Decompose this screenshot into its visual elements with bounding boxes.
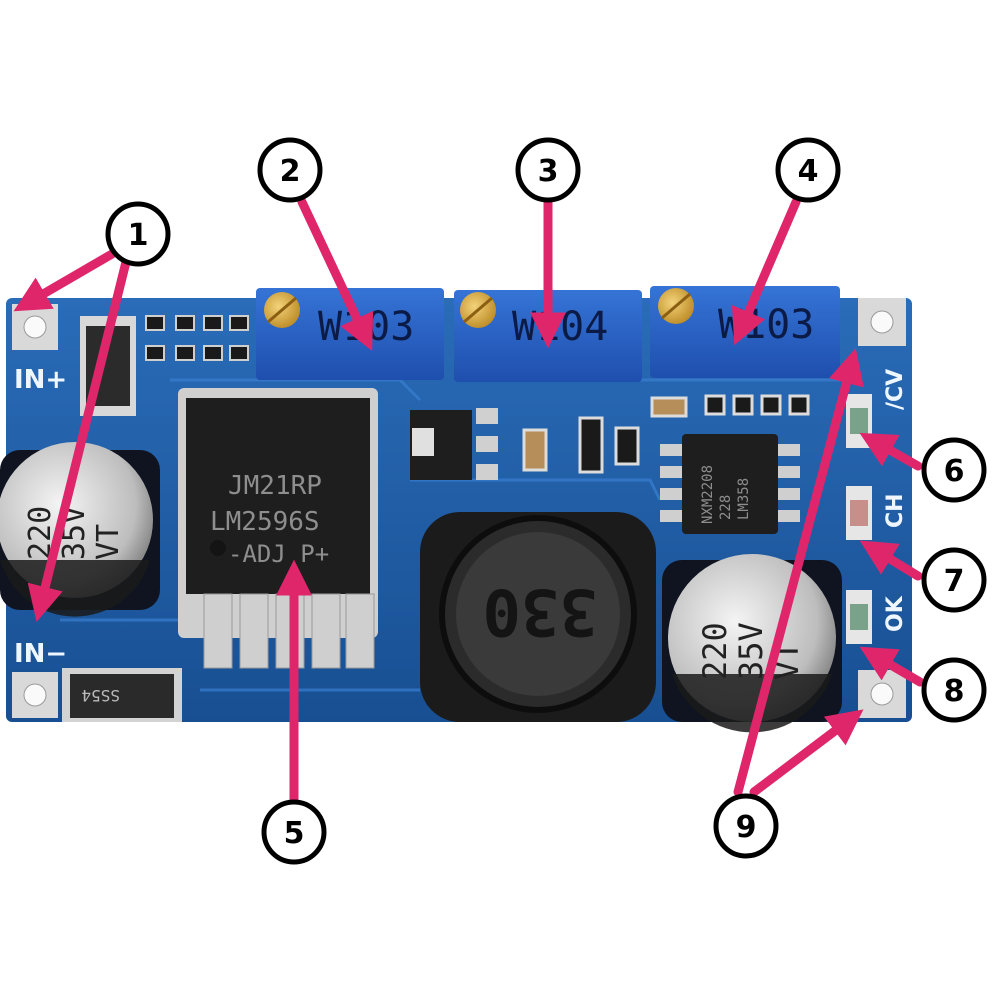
callout-2: 2 <box>280 154 301 189</box>
capacitor-left: 220 35V VT <box>0 442 160 617</box>
capacitor-right-line2: 35V <box>732 622 770 680</box>
mounting-holes <box>12 298 906 718</box>
regulator-line3: -ADJ P+ <box>228 540 329 568</box>
ch-label: CH <box>883 493 908 528</box>
ok-label: OK <box>883 595 908 632</box>
callout-badge-8: 8 <box>921 657 987 723</box>
schottky-diode: SS54 <box>62 668 182 722</box>
sot-transistor <box>410 408 498 480</box>
callout-badge-5: 5 <box>261 799 327 865</box>
callout-9: 9 <box>736 810 757 845</box>
callout-badge-9: 9 <box>713 793 779 859</box>
callout-4: 4 <box>798 154 819 189</box>
callout-badge-4: 4 <box>775 137 841 203</box>
power-inductor: 330 <box>420 512 656 722</box>
capacitor-left-line3: VT <box>91 524 126 560</box>
trimpot-right: W103 <box>650 286 840 378</box>
callout-badge-7: 7 <box>921 547 987 613</box>
callout-badge-3: 3 <box>515 137 581 203</box>
smd-resistor-array <box>145 315 249 361</box>
callout-7: 7 <box>944 564 965 599</box>
smd-components <box>522 394 810 474</box>
in-minus-label: IN− <box>14 639 67 669</box>
callout-badge-2: 2 <box>257 137 323 203</box>
callout-badge-1: 1 <box>105 201 171 267</box>
callout-badge-6: 6 <box>921 437 987 503</box>
regulator-line2: LM2596S <box>210 507 320 537</box>
in-plus-label: IN+ <box>14 365 67 395</box>
led-ch <box>846 486 872 540</box>
opamp-line3: NXM2208 <box>700 465 716 524</box>
led-ok <box>846 590 872 644</box>
trimpot-middle-marking: W104 <box>512 304 608 350</box>
callout-3: 3 <box>538 154 559 189</box>
capacitor-right: 220 35V VT <box>662 554 842 733</box>
callout-8: 8 <box>944 674 965 709</box>
opamp-line2: 228 <box>718 495 734 520</box>
capacitor-right-line1: 220 <box>696 622 734 680</box>
lm358-opamp: LM358 228 NXM2208 <box>660 434 800 534</box>
callout-5: 5 <box>284 816 305 851</box>
callout-6: 6 <box>944 454 965 489</box>
diode-marking: SS54 <box>81 686 120 705</box>
lm2596-regulator: JM21RP LM2596S -ADJ P+ <box>178 388 378 669</box>
callout-1: 1 <box>128 218 149 253</box>
trimpot-right-marking: W103 <box>718 302 814 348</box>
callout-arrows <box>13 197 925 805</box>
opamp-line1: LM358 <box>736 478 752 520</box>
cv-label: /CV <box>883 369 908 410</box>
regulator-line1: JM21RP <box>228 471 322 501</box>
inductor-marking: 330 <box>482 574 598 648</box>
trimpot-left-marking: W103 <box>318 304 414 350</box>
